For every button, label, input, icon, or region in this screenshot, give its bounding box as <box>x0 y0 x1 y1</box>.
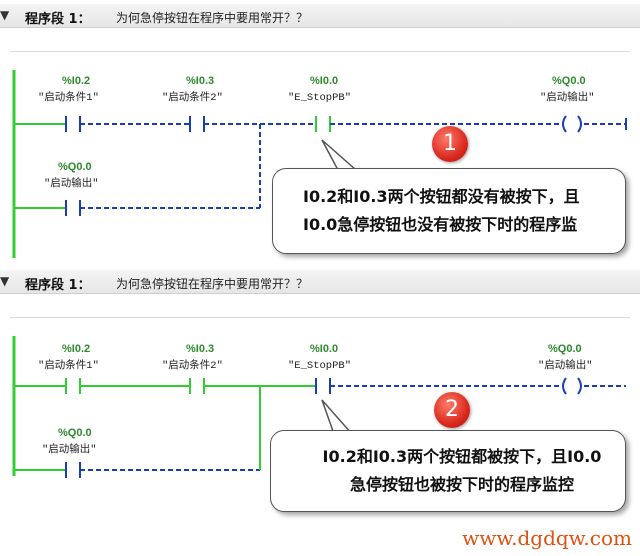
ladder-network-2[interactable]: %I0.2 "启动条件1" %I0.3 "启动条件2" %I0.0 "E_Sto… <box>0 300 640 520</box>
callout-line: I0.0急停按钮也没有被按下时的程序监 <box>303 215 578 234</box>
callout-line: I0.2和I0.3两个按钮都被按下，且I0.0 <box>322 447 602 466</box>
contact-I0.0[interactable] <box>315 378 331 394</box>
ladder-network-1[interactable]: %I0.2 "启动条件1" %I0.3 "启动条件2" %I0.0 "E_Sto… <box>0 30 640 260</box>
contact-address: %I0.0 <box>310 75 338 87</box>
coil-address: %Q0.0 <box>548 343 582 355</box>
contact-name: "E_StopPB" <box>288 92 351 104</box>
step-badge: 2 <box>434 392 470 428</box>
contact-Q0.0-holding[interactable] <box>65 462 81 478</box>
coil-name: "启动输出" <box>540 90 595 104</box>
segment-1-header[interactable]: ▼ 程序段 1： 为何急停按钮在程序中要用常开？？ <box>0 4 640 28</box>
contact-address: %I0.3 <box>186 75 214 87</box>
contact-I0.0[interactable] <box>315 116 331 132</box>
segment-comment-field[interactable] <box>10 30 630 52</box>
contact-I0.2[interactable] <box>65 378 81 394</box>
segment-comment-field[interactable] <box>10 296 630 318</box>
callout-bubble-2: I0.2和I0.3两个按钮都被按下，且I0.0 急停按钮也被按下时的程序监控 <box>270 430 626 512</box>
collapse-caret-icon[interactable]: ▼ <box>0 8 10 22</box>
contact-address: %Q0.0 <box>58 161 92 173</box>
callout-line: I0.2和I0.3两个按钮都没有被按下，且 <box>303 187 580 206</box>
coil-name: "启动输出" <box>538 358 593 372</box>
contact-I0.3[interactable] <box>189 378 205 394</box>
contact-Q0.0-holding[interactable] <box>65 200 81 216</box>
watermark: www.dgdqw.com <box>462 526 632 550</box>
contact-name: "启动条件1" <box>38 90 99 104</box>
contact-address: %Q0.0 <box>58 427 92 439</box>
contact-address: %I0.0 <box>310 343 338 355</box>
step-badge: 1 <box>432 126 468 162</box>
segment-description[interactable]: 为何急停按钮在程序中要用常开？？ <box>116 277 309 291</box>
contact-name: "启动条件2" <box>162 358 223 372</box>
contact-name: "启动条件1" <box>38 358 99 372</box>
contact-I0.2[interactable] <box>65 116 81 132</box>
segment-title: 程序段 1： <box>25 278 91 293</box>
contact-address: %I0.2 <box>62 343 90 355</box>
contact-address: %I0.2 <box>62 75 90 87</box>
contact-name: "启动输出" <box>44 176 99 190</box>
segment-title: 程序段 1： <box>25 12 91 27</box>
callout-line: 急停按钮也被按下时的程序监控 <box>349 475 574 494</box>
callout-bubble-1: I0.2和I0.3两个按钮都没有被按下，且 I0.0急停按钮也没有被按下时的程序… <box>272 168 626 254</box>
contact-name: "启动输出" <box>42 442 97 456</box>
contact-address: %I0.3 <box>186 343 214 355</box>
contact-name: "启动条件2" <box>162 90 223 104</box>
coil-Q0.0[interactable] <box>562 115 582 133</box>
coil-Q0.0[interactable] <box>562 377 582 395</box>
coil-address: %Q0.0 <box>552 75 586 87</box>
contact-I0.3[interactable] <box>189 116 205 132</box>
collapse-caret-icon[interactable]: ▼ <box>0 274 10 288</box>
segment-2-header[interactable]: ▼ 程序段 1： 为何急停按钮在程序中要用常开？？ <box>0 270 640 294</box>
contact-name: "E_StopPB" <box>288 360 351 372</box>
segment-description[interactable]: 为何急停按钮在程序中要用常开？？ <box>116 11 309 25</box>
